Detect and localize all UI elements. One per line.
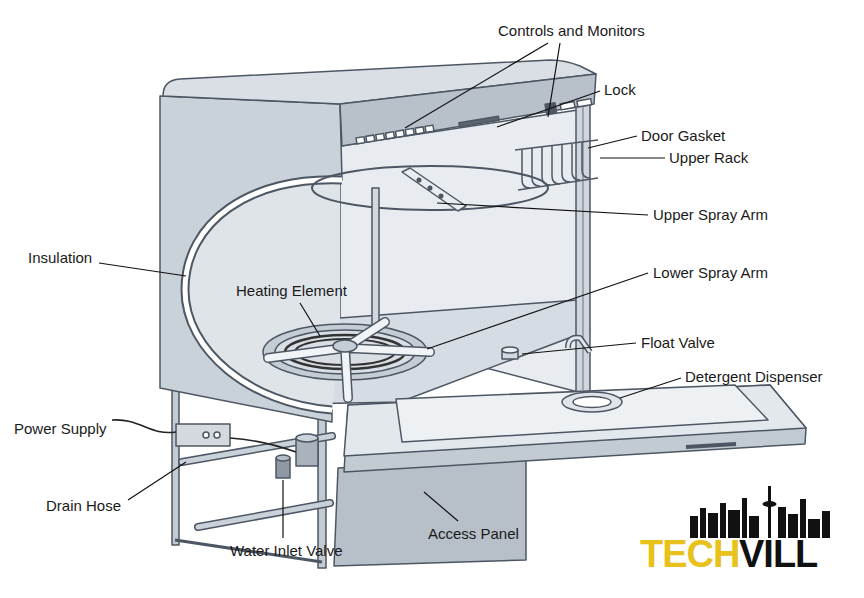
part-label: Heating Element xyxy=(236,282,347,299)
arm-blade xyxy=(268,322,430,398)
power-box xyxy=(176,424,230,446)
part-label: Insulation xyxy=(28,249,92,266)
pump xyxy=(296,434,318,442)
button xyxy=(405,128,414,135)
skyline-building xyxy=(720,503,726,538)
detergent-dispenser xyxy=(562,392,622,412)
leader-line xyxy=(600,157,665,158)
button xyxy=(425,125,434,132)
detergent-dispenser xyxy=(573,397,611,408)
leader-line xyxy=(427,273,648,349)
leader-line xyxy=(99,263,186,276)
leader-line xyxy=(424,492,458,521)
skyline-building xyxy=(800,499,806,538)
rack-tine xyxy=(542,147,550,185)
leader-line xyxy=(522,343,636,354)
button xyxy=(376,133,385,140)
part-label: Drain Hose xyxy=(46,497,121,514)
rack-tine xyxy=(552,146,560,184)
arm-blade xyxy=(268,322,430,398)
power-socket xyxy=(214,432,220,438)
power-cord xyxy=(230,438,296,452)
spray-hole xyxy=(417,178,421,182)
inlet-valve xyxy=(276,455,290,461)
button xyxy=(366,135,375,142)
power-cord xyxy=(112,420,176,433)
button xyxy=(356,137,365,144)
rack-rail xyxy=(515,140,598,150)
frame-leg xyxy=(172,385,179,545)
door xyxy=(344,385,806,456)
float-valve xyxy=(502,347,518,353)
part-label: Controls and Monitors xyxy=(498,22,645,39)
leader-line xyxy=(282,480,283,538)
skyline-tower xyxy=(768,486,771,538)
leader-lines xyxy=(99,43,681,538)
inlet-pipe xyxy=(198,503,330,527)
upper-rack xyxy=(515,140,598,190)
part-label: Power Supply xyxy=(14,420,107,437)
feed-tube xyxy=(372,188,379,326)
door xyxy=(344,385,806,472)
part-label: Float Valve xyxy=(641,334,715,351)
lock-slot xyxy=(459,116,499,127)
return-tube xyxy=(568,338,590,352)
button xyxy=(577,99,592,107)
return-tube xyxy=(568,338,590,352)
leader-line xyxy=(497,91,600,127)
door-inner-panel xyxy=(396,385,768,442)
part-label: Lower Spray Arm xyxy=(653,264,768,281)
rack-tine xyxy=(562,145,570,182)
button xyxy=(415,127,424,134)
skyline-building xyxy=(822,511,830,538)
control-panel xyxy=(340,74,596,146)
leader-line xyxy=(128,462,186,500)
logo-text: VILL xyxy=(739,534,817,574)
part-label: Access Panel xyxy=(428,525,519,542)
leader-line xyxy=(405,43,548,128)
part-label: Door Gasket xyxy=(641,127,725,144)
logo-text: TECH xyxy=(640,534,739,574)
spray-hole xyxy=(428,186,432,190)
button xyxy=(386,132,395,139)
skyline-building xyxy=(742,498,747,538)
part-label: Upper Spray Arm xyxy=(653,206,768,223)
skyline-tower xyxy=(763,501,777,507)
button xyxy=(395,130,404,137)
lower-spray-arm xyxy=(268,322,430,398)
inlet-pipe xyxy=(198,503,330,527)
part-label: Water Inlet Valve xyxy=(230,542,343,559)
access-panel xyxy=(334,456,526,566)
logo-skyline xyxy=(690,486,830,538)
rack-tine xyxy=(572,144,580,180)
rack-ring xyxy=(312,166,548,210)
arm-hub xyxy=(333,340,357,352)
part-label: Upper Rack xyxy=(669,149,748,166)
leader-line xyxy=(437,203,648,215)
control-buttons xyxy=(356,97,592,146)
door-handle xyxy=(686,444,736,447)
spray-hole xyxy=(439,194,443,198)
part-label: Lock xyxy=(604,81,636,98)
leader-line xyxy=(588,136,637,148)
leader-line xyxy=(620,378,681,398)
part-label: Detergent Dispenser xyxy=(685,368,823,385)
power-socket xyxy=(203,432,209,438)
leader-line xyxy=(300,303,320,336)
rack-tine xyxy=(522,150,530,188)
